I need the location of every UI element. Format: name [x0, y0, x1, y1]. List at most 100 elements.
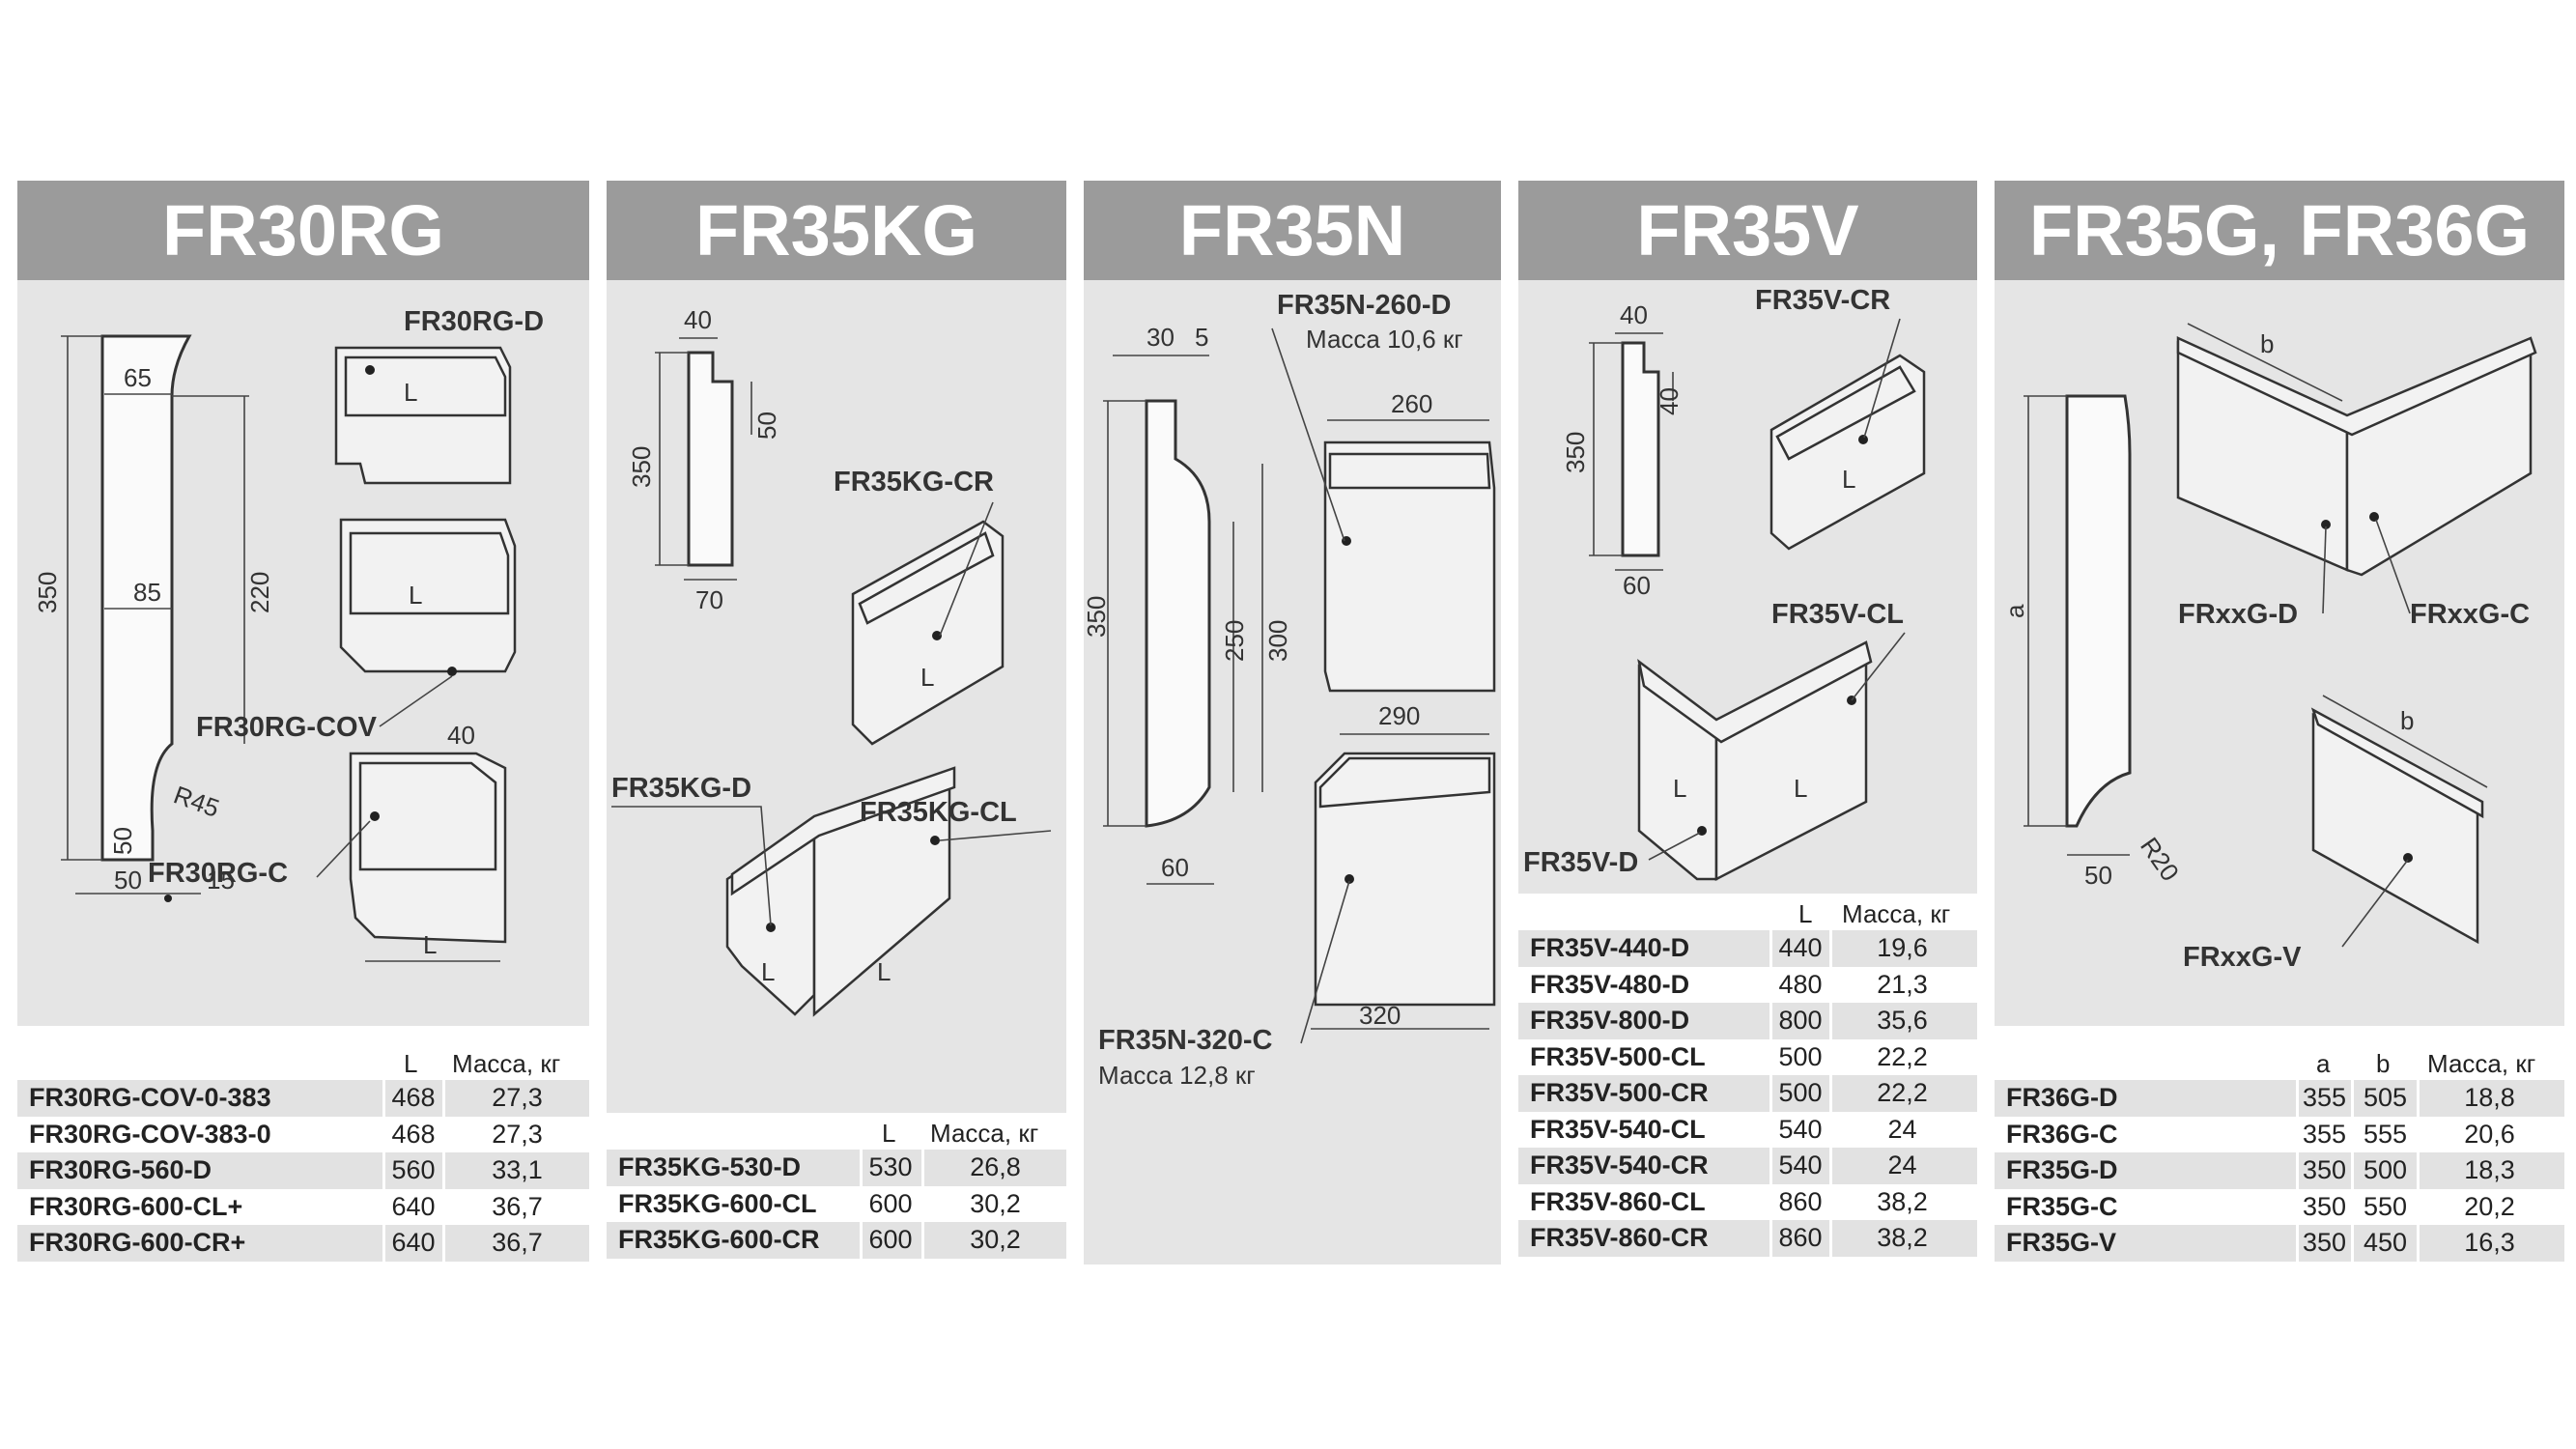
fr35kg-cr-block	[851, 520, 1005, 746]
dim-b2: b	[2400, 706, 2414, 735]
label-fr35v-d: FR35V-D	[1523, 847, 1638, 878]
fr35v-drawing: 350 40 40 60 L FR35V-CR L L FR35V-CL FR3…	[1523, 285, 1926, 882]
label-L2: L	[1673, 774, 1686, 803]
panel-title: FR35V	[1518, 181, 1977, 280]
dim-300: 300	[1263, 620, 1292, 662]
label-L1: L	[920, 663, 934, 692]
panel-title: FR30RG	[17, 181, 589, 280]
profile-shape	[2065, 394, 2132, 828]
drawing-area: 350 40 40 60 L FR35V-CR L L FR35V-CL FR3…	[1518, 280, 1977, 894]
label-fr35kg-d: FR35KG-D	[611, 773, 751, 804]
dim-350: 350	[1084, 596, 1111, 638]
label-fr35kg-cr: FR35KG-CR	[834, 467, 994, 497]
label-fr30rg-cov: FR30RG-COV	[196, 712, 378, 743]
dim-60: 60	[1161, 853, 1189, 882]
drawing-area: a 50 R20 b FRxxG-D FRxxG-C b FRxxG-V	[1995, 280, 2564, 1026]
dim-40-side: 40	[1655, 387, 1684, 415]
table-header: L Масса, кг	[607, 1115, 1066, 1150]
dim-350: 350	[627, 446, 656, 488]
fr35kg-drawing: 350 40 50 70 L FR35KG-CR L L FR35KG-D FR…	[611, 305, 1052, 1017]
dim-250: 250	[1220, 620, 1249, 662]
dim-30: 30	[1146, 323, 1175, 352]
label-fr35n-320-c: FR35N-320-C	[1098, 1025, 1273, 1056]
col-mass: Масса, кг	[2427, 1049, 2536, 1078]
label-L3: L	[1794, 774, 1807, 803]
panel-fr35kg: FR35KG 350 40 50 70 L FR35KG-CR L	[607, 181, 1066, 1264]
panel-fr30rg: FR30RG 350 65 85 220 R45 50 50 15 L FR30…	[17, 181, 589, 1264]
col-a: a	[2316, 1049, 2331, 1078]
dim-r45: R45	[170, 780, 223, 823]
col-l: L	[1798, 899, 1813, 928]
label-frxxg-v: FRxxG-V	[2183, 942, 2302, 973]
table-header: L Масса, кг	[17, 1045, 589, 1080]
col-b: b	[2376, 1049, 2391, 1078]
label-L1: L	[404, 378, 417, 407]
table-header: a b Масса, кг	[1995, 1045, 2564, 1080]
label-frxxg-c: FRxxG-C	[2410, 599, 2530, 630]
panel-fr35n: FR35N 350 30 5 250 300 60 260 FR35N-260-…	[1084, 181, 1501, 1264]
dim-85: 85	[133, 578, 161, 607]
drawing-area: 350 65 85 220 R45 50 50 15 L FR30RG-D L …	[17, 280, 589, 1026]
dim-290: 290	[1378, 701, 1420, 730]
col-l: L	[404, 1049, 418, 1078]
label-fr35n-320-mass: Масса 12,8 кг	[1098, 1061, 1256, 1090]
dim-40: 40	[684, 305, 712, 334]
dim-40-block: 40	[447, 721, 475, 750]
profile-shape	[100, 334, 192, 862]
label-fr35kg-cl: FR35KG-CL	[860, 797, 1017, 828]
label-L3: L	[877, 957, 891, 986]
dim-40-top: 40	[1620, 300, 1648, 329]
dim-r20: R20	[2135, 832, 2185, 886]
dim-350: 350	[1561, 432, 1590, 473]
dim-60: 60	[1623, 571, 1651, 600]
label-L2: L	[761, 957, 775, 986]
panel-fr35g-fr36g: FR35G, FR36G a 50 R20 b FRxxG-D FRxxG-C	[1995, 181, 2564, 1264]
table-header: L Масса, кг	[1518, 895, 1977, 930]
profile-shape	[1145, 399, 1211, 828]
profile-shape	[1621, 341, 1660, 557]
col-mass: Масса, кг	[930, 1119, 1039, 1148]
col-l: L	[882, 1119, 896, 1148]
label-fr35v-cr: FR35V-CR	[1755, 285, 1890, 316]
label-fr30rg-d: FR30RG-D	[404, 306, 544, 337]
dim-a: a	[2000, 604, 2029, 618]
label-fr35v-cl: FR35V-CL	[1771, 599, 1904, 630]
panel-title: FR35N	[1084, 181, 1501, 280]
label-L1: L	[1842, 465, 1855, 494]
dim-50-horizontal: 50	[114, 866, 142, 895]
dim-65: 65	[124, 363, 152, 392]
panel-title: FR35G, FR36G	[1995, 181, 2564, 280]
frxxg-v-block	[2311, 712, 2479, 945]
fr30rg-drawing: 350 65 85 220 R45 50 50 15 L FR30RG-D L …	[33, 306, 544, 962]
label-fr30rg-c: FR30RG-C	[148, 858, 288, 889]
dim-320: 320	[1359, 1001, 1401, 1030]
drawing-area: 350 30 5 250 300 60 260 FR35N-260-D Масс…	[1084, 280, 1501, 1264]
panel-fr35v: FR35V 350 40 40 60 L FR35V-CR L	[1518, 181, 1977, 1264]
fr35n-320-c-block	[1314, 752, 1496, 1007]
drawing-area: 350 40 50 70 L FR35KG-CR L L FR35KG-D FR…	[607, 280, 1066, 1113]
dim-5: 5	[1195, 323, 1208, 352]
fr35g-drawing: a 50 R20 b FRxxG-D FRxxG-C b FRxxG-V	[2000, 323, 2537, 973]
label-L3: L	[423, 930, 437, 959]
dim-350: 350	[33, 572, 62, 613]
